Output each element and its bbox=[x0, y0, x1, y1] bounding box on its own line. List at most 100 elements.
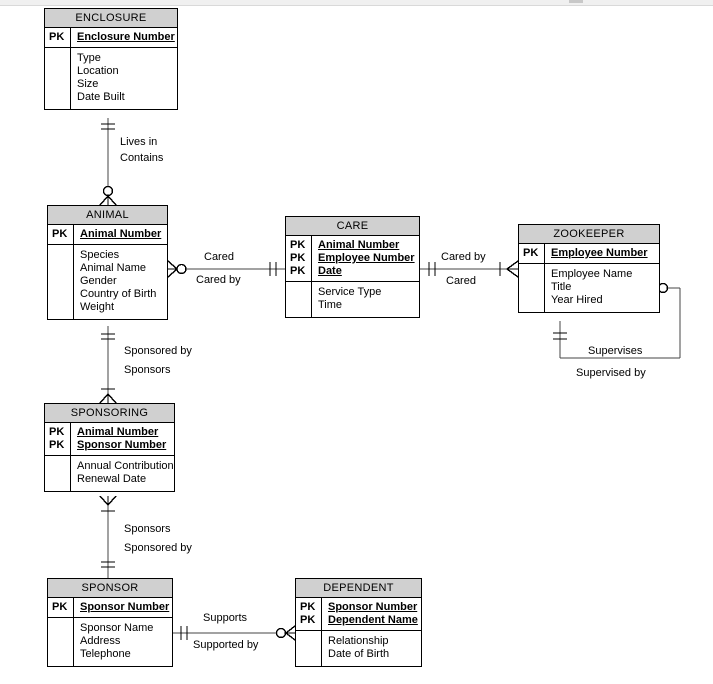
entity-attrs-sponsoring: Annual Contribution Renewal Date bbox=[45, 456, 174, 491]
rel-label-supervised-by: Supervised by bbox=[576, 367, 646, 379]
entity-keys-care: PK PK PK Animal Number Employee Number D… bbox=[286, 236, 419, 282]
attr-list-column: Relationship Date of Birth bbox=[322, 631, 421, 666]
attribute: Telephone bbox=[80, 648, 131, 660]
entity-attrs-dependent: Relationship Date of Birth bbox=[296, 631, 421, 666]
attr-tag-column bbox=[286, 282, 312, 317]
connector-enclosure-animal bbox=[99, 118, 117, 206]
rel-label-cared-by-care-zookeeper: Cared by bbox=[441, 251, 486, 263]
entity-title-dependent: DEPENDENT bbox=[296, 579, 421, 598]
entity-keys-sponsoring: PK PK Animal Number Sponsor Number bbox=[45, 423, 174, 456]
key-tag: PK bbox=[523, 247, 539, 259]
key-attribute: Animal Number bbox=[318, 239, 400, 251]
entity-keys-animal: PK Animal Number bbox=[48, 225, 167, 245]
entity-attrs-sponsor: Sponsor Name Address Telephone bbox=[48, 618, 172, 666]
key-attr-column: Animal Number Sponsor Number bbox=[71, 423, 174, 455]
entity-title-sponsor: SPONSOR bbox=[48, 579, 172, 598]
entity-dependent[interactable]: DEPENDENT PK PK Sponsor Number Dependent… bbox=[295, 578, 422, 667]
attribute: Size bbox=[77, 78, 99, 90]
key-tag-column: PK PK bbox=[296, 598, 322, 630]
attr-list-column: Annual Contribution Renewal Date bbox=[71, 456, 178, 491]
rel-label-sponsors-sponsor: Sponsors bbox=[124, 523, 171, 535]
connector-animal-sponsoring bbox=[99, 326, 117, 404]
key-attribute: Date bbox=[318, 265, 342, 277]
entity-attrs-care: Service Type Time bbox=[286, 282, 419, 317]
attr-tag-column bbox=[48, 618, 74, 666]
attribute: Title bbox=[551, 281, 572, 293]
rel-label-cared-animal-care: Cared bbox=[204, 251, 234, 263]
entity-attrs-enclosure: Type Location Size Date Built bbox=[45, 48, 177, 109]
rel-label-sponsored-by-animal: Sponsored by bbox=[124, 345, 192, 357]
attr-tag-column bbox=[45, 456, 71, 491]
entity-keys-enclosure: PK Enclosure Number bbox=[45, 28, 177, 48]
key-tag-column: PK bbox=[48, 225, 74, 244]
attribute: Date of Birth bbox=[328, 648, 390, 660]
key-tag-column: PK PK PK bbox=[286, 236, 312, 281]
key-attr-column: Animal Number bbox=[74, 225, 167, 244]
attribute: Address bbox=[80, 635, 121, 647]
key-attribute: Sponsor Number bbox=[80, 601, 170, 613]
entity-title-animal: ANIMAL bbox=[48, 206, 167, 225]
key-attr-column: Animal Number Employee Number Date bbox=[312, 236, 419, 281]
window-top-strip bbox=[0, 0, 713, 6]
key-attr-column: Sponsor Number Dependent Name bbox=[322, 598, 422, 630]
entity-enclosure[interactable]: ENCLOSURE PK Enclosure Number Type Locat… bbox=[44, 8, 178, 110]
connector-sponsor-dependent bbox=[173, 625, 296, 641]
entity-animal[interactable]: ANIMAL PK Animal Number Species Animal N… bbox=[47, 205, 168, 320]
key-tag: PK bbox=[52, 228, 68, 240]
entity-attrs-animal: Species Animal Name Gender Country of Bi… bbox=[48, 245, 167, 319]
key-attribute: Dependent Name bbox=[328, 614, 418, 626]
entity-zookeeper[interactable]: ZOOKEEPER PK Employee Number Employee Na… bbox=[518, 224, 660, 313]
key-tag: PK bbox=[52, 601, 68, 613]
entity-sponsor[interactable]: SPONSOR PK Sponsor Number Sponsor Name A… bbox=[47, 578, 173, 667]
key-tag: PK bbox=[290, 239, 306, 251]
entity-keys-zookeeper: PK Employee Number bbox=[519, 244, 659, 264]
entity-title-zookeeper: ZOOKEEPER bbox=[519, 225, 659, 244]
attribute: Annual Contribution bbox=[77, 460, 174, 472]
attr-tag-column bbox=[296, 631, 322, 666]
rel-label-sponsors-animal: Sponsors bbox=[124, 364, 171, 376]
attribute: Date Built bbox=[77, 91, 125, 103]
attr-list-column: Service Type Time bbox=[312, 282, 419, 317]
rel-label-sponsored-by-sponsor: Sponsored by bbox=[124, 542, 192, 554]
entity-sponsoring[interactable]: SPONSORING PK PK Animal Number Sponsor N… bbox=[44, 403, 175, 492]
attribute: Service Type bbox=[318, 286, 382, 298]
attr-list-column: Sponsor Name Address Telephone bbox=[74, 618, 172, 666]
rel-label-supervises: Supervises bbox=[588, 345, 643, 357]
rel-label-contains: Contains bbox=[120, 152, 164, 164]
key-attribute: Sponsor Number bbox=[77, 439, 167, 451]
attr-tag-column bbox=[48, 245, 74, 319]
attribute: Weight bbox=[80, 301, 115, 313]
attribute: Species bbox=[80, 249, 120, 261]
entity-care[interactable]: CARE PK PK PK Animal Number Employee Num… bbox=[285, 216, 420, 318]
attribute: Renewal Date bbox=[77, 473, 147, 485]
entity-keys-sponsor: PK Sponsor Number bbox=[48, 598, 172, 618]
key-attr-column: Sponsor Number bbox=[74, 598, 173, 617]
attr-list-column: Type Location Size Date Built bbox=[71, 48, 177, 109]
key-attribute: Animal Number bbox=[77, 426, 159, 438]
key-tag: PK bbox=[290, 265, 306, 277]
key-tag-column: PK bbox=[519, 244, 545, 263]
attribute: Sponsor Name bbox=[80, 622, 154, 634]
rel-label-supports: Supports bbox=[203, 612, 248, 624]
key-attribute: Animal Number bbox=[80, 228, 162, 240]
key-tag: PK bbox=[49, 31, 65, 43]
attribute: Location bbox=[77, 65, 119, 77]
rel-label-supported-by: Supported by bbox=[193, 639, 259, 651]
key-attribute: Sponsor Number bbox=[328, 601, 418, 613]
key-attr-column: Enclosure Number bbox=[71, 28, 179, 47]
attribute: Relationship bbox=[328, 635, 389, 647]
attribute: Employee Name bbox=[551, 268, 633, 280]
attribute: Country of Birth bbox=[80, 288, 157, 300]
key-attr-column: Employee Number bbox=[545, 244, 659, 263]
attribute: Gender bbox=[80, 275, 117, 287]
key-attribute: Employee Number bbox=[551, 247, 648, 259]
attribute: Animal Name bbox=[80, 262, 147, 274]
key-attribute: Employee Number bbox=[318, 252, 415, 264]
key-tag: PK bbox=[49, 426, 65, 438]
rel-label-cared-by-animal-care: Cared by bbox=[196, 274, 241, 286]
attr-list-column: Employee Name Title Year Hired bbox=[545, 264, 659, 312]
attr-list-column: Species Animal Name Gender Country of Bi… bbox=[74, 245, 167, 319]
key-tag: PK bbox=[49, 439, 65, 451]
key-tag-column: PK bbox=[48, 598, 74, 617]
